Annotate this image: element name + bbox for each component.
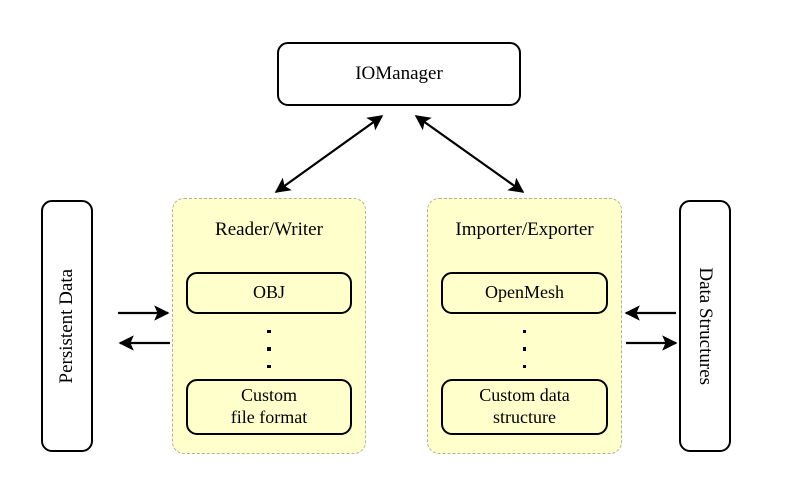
arrow-manager-reader-writer xyxy=(274,115,384,193)
node-openmesh[interactable]: OpenMesh xyxy=(441,272,608,314)
iomanager-label: IOManager xyxy=(355,62,443,84)
node-data-structures[interactable]: Data Structures xyxy=(679,200,731,452)
data-structures-label: Data Structures xyxy=(695,267,717,385)
obj-label: OBJ xyxy=(252,282,285,303)
ellipsis-dot xyxy=(267,364,271,368)
custom-data-structure-line1: Custom data xyxy=(479,385,570,406)
ellipsis-dot xyxy=(522,330,527,334)
custom-file-format-line2: file format xyxy=(230,407,308,427)
openmesh-label: OpenMesh xyxy=(485,282,564,303)
node-persistent-data[interactable]: Persistent Data xyxy=(41,200,93,452)
ellipsis-dot xyxy=(267,330,271,334)
node-custom-file-format[interactable]: Custom file format xyxy=(186,379,352,435)
ellipsis-vertical-importer-exporter xyxy=(428,327,621,371)
ellipsis-dot xyxy=(267,347,271,351)
ellipsis-vertical-reader-writer xyxy=(173,327,365,371)
node-iomanager[interactable]: IOManager xyxy=(277,42,521,106)
group-importer-exporter-title: Importer/Exporter xyxy=(455,219,594,240)
persistent-data-label: Persistent Data xyxy=(55,268,77,384)
ellipsis-dot xyxy=(522,364,527,368)
group-reader-writer[interactable]: Reader/Writer OBJ Custom file format xyxy=(172,198,366,454)
custom-file-format-line1: Custom xyxy=(240,385,297,406)
node-obj[interactable]: OBJ xyxy=(186,272,352,314)
arrow-manager-importer-exporter xyxy=(414,115,525,193)
group-reader-writer-title: Reader/Writer xyxy=(215,219,323,240)
node-custom-data-structure[interactable]: Custom data structure xyxy=(441,379,608,435)
group-importer-exporter[interactable]: Importer/Exporter OpenMesh Custom data s… xyxy=(427,198,622,454)
ellipsis-dot xyxy=(522,347,527,351)
custom-data-structure-line2: structure xyxy=(493,407,556,427)
